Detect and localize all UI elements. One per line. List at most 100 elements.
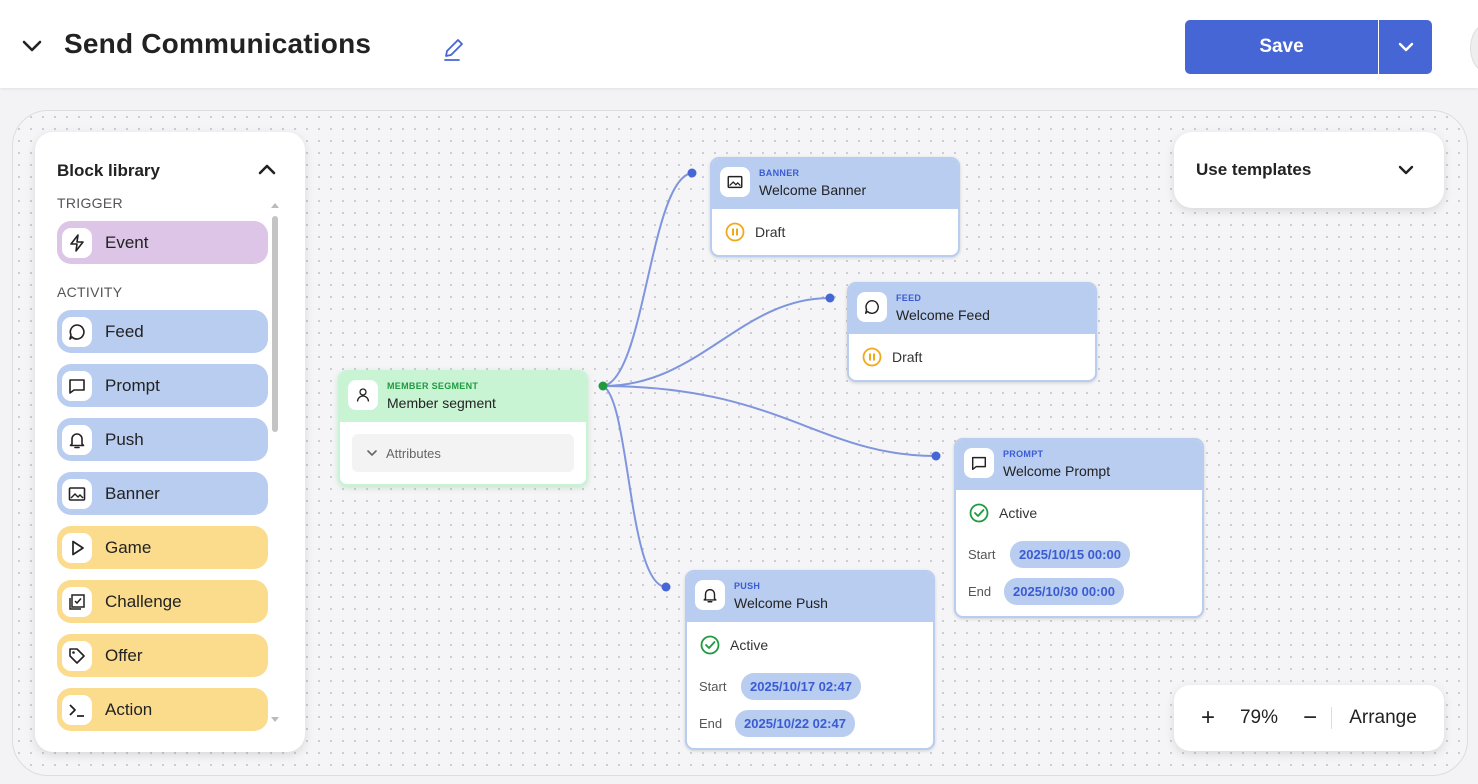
- save-options-button[interactable]: [1379, 20, 1432, 74]
- image-icon: [720, 167, 750, 197]
- library-item-offer[interactable]: Offer: [57, 634, 268, 677]
- node-member-segment[interactable]: MEMBER SEGMENT Member segment Attributes: [338, 370, 588, 486]
- library-scroll-thumb[interactable]: [272, 216, 278, 432]
- start-label: Start: [968, 547, 996, 562]
- terminal-icon: [62, 694, 92, 725]
- node-welcome-prompt[interactable]: PROMPT Welcome Prompt Active Start 2025/…: [954, 438, 1204, 618]
- node-name: Welcome Push: [734, 595, 828, 611]
- end-date-pill: 2025/10/30 00:00: [1004, 578, 1124, 605]
- library-item-label: Offer: [105, 645, 143, 665]
- node-type-label: FEED: [896, 293, 922, 303]
- library-item-push[interactable]: Push: [57, 418, 268, 461]
- checklist-icon: [62, 586, 92, 617]
- node-type-label: PUSH: [734, 581, 761, 591]
- pause-circle-icon: [861, 346, 883, 368]
- end-label: End: [699, 716, 723, 731]
- check-circle-icon: [968, 502, 990, 524]
- play-icon: [62, 532, 92, 563]
- chevron-down-icon: [1394, 158, 1418, 182]
- block-library-panel: Block library TRIGGER Event ACTIVITY Fee…: [35, 132, 305, 752]
- message-square-icon: [964, 448, 994, 478]
- library-scrollbar[interactable]: [271, 202, 279, 730]
- node-welcome-push[interactable]: PUSH Welcome Push Active Start 2025/10/1…: [685, 570, 935, 750]
- block-library-title: Block library: [57, 161, 160, 180]
- end-date-row: End 2025/10/22 02:47: [687, 705, 933, 742]
- node-type-label: MEMBER SEGMENT: [387, 381, 479, 391]
- zoom-out-button[interactable]: −: [1302, 704, 1317, 731]
- scroll-up-arrow-icon: [271, 203, 279, 208]
- status-row: Active: [956, 490, 1202, 536]
- status-badge: Active: [730, 637, 769, 653]
- scroll-down-arrow-icon: [271, 717, 279, 722]
- end-date-pill: 2025/10/22 02:47: [735, 710, 855, 737]
- node-welcome-banner[interactable]: BANNER Welcome Banner Draft: [710, 157, 960, 257]
- header-bar: Send Communications Save: [0, 0, 1478, 88]
- check-circle-icon: [699, 634, 721, 656]
- zoom-in-button[interactable]: +: [1200, 704, 1215, 731]
- avatar[interactable]: [1470, 24, 1478, 72]
- zoom-level: 79%: [1239, 707, 1279, 728]
- node-type-label: BANNER: [759, 168, 800, 178]
- page-title: Send Communications: [64, 28, 372, 59]
- library-item-label: Push: [105, 429, 144, 449]
- message-square-icon: [62, 370, 92, 401]
- start-label: Start: [699, 679, 727, 694]
- node-type-label: PROMPT: [1003, 449, 1044, 459]
- library-item-prompt[interactable]: Prompt: [57, 364, 268, 407]
- chevron-down-icon[interactable]: [20, 34, 44, 58]
- use-templates-label: Use templates: [1196, 160, 1312, 179]
- chevron-down-icon: [1398, 42, 1413, 52]
- node-name: Welcome Banner: [759, 182, 867, 198]
- status-badge: Active: [999, 505, 1038, 521]
- library-item-label: Action: [105, 699, 153, 719]
- status-badge: Draft: [755, 224, 786, 240]
- start-date-pill: 2025/10/17 02:47: [741, 673, 861, 700]
- node-name: Welcome Prompt: [1003, 463, 1111, 479]
- library-item-label: Challenge: [105, 591, 182, 611]
- save-button[interactable]: Save: [1185, 20, 1378, 74]
- bell-icon: [62, 424, 92, 455]
- status-badge: Draft: [892, 349, 923, 365]
- node-welcome-feed[interactable]: FEED Welcome Feed Draft: [847, 282, 1097, 382]
- tag-icon: [62, 640, 92, 671]
- start-date-pill: 2025/10/15 00:00: [1010, 541, 1130, 568]
- library-item-event[interactable]: Event: [57, 221, 268, 264]
- library-item-label: Banner: [105, 483, 160, 503]
- library-item-feed[interactable]: Feed: [57, 310, 268, 353]
- speech-bubble-icon: [857, 292, 887, 322]
- speech-bubble-icon: [62, 316, 92, 347]
- end-date-row: End 2025/10/30 00:00: [956, 573, 1202, 610]
- pause-circle-icon: [724, 221, 746, 243]
- pencil-icon[interactable]: [441, 36, 467, 62]
- image-icon: [62, 478, 92, 509]
- library-item-label: Prompt: [105, 375, 160, 395]
- attributes-toggle[interactable]: Attributes: [352, 434, 574, 472]
- status-row: Active: [687, 622, 933, 668]
- library-item-action[interactable]: Action: [57, 688, 268, 731]
- chevron-up-icon[interactable]: [255, 158, 279, 182]
- library-item-challenge[interactable]: Challenge: [57, 580, 268, 623]
- end-label: End: [968, 584, 992, 599]
- attributes-label: Attributes: [386, 445, 441, 461]
- start-date-row: Start 2025/10/15 00:00: [956, 536, 1202, 573]
- chevron-down-icon: [367, 450, 377, 457]
- use-templates-dropdown[interactable]: Use templates: [1174, 132, 1444, 208]
- arrange-button[interactable]: Arrange: [1349, 707, 1417, 728]
- status-row: Draft: [712, 209, 958, 255]
- start-date-row: Start 2025/10/17 02:47: [687, 668, 933, 705]
- library-item-label: Event: [105, 232, 149, 252]
- library-item-label: Game: [105, 537, 152, 557]
- library-item-label: Feed: [105, 321, 144, 341]
- library-item-game[interactable]: Game: [57, 526, 268, 569]
- user-icon: [348, 380, 378, 410]
- node-name: Welcome Feed: [896, 307, 990, 323]
- library-item-banner[interactable]: Banner: [57, 472, 268, 515]
- zoom-controls: + 79% − Arrange: [1174, 685, 1444, 751]
- node-name: Member segment: [387, 395, 496, 411]
- section-activity-label: ACTIVITY: [57, 284, 123, 300]
- section-trigger-label: TRIGGER: [57, 195, 123, 211]
- status-row: Draft: [849, 334, 1095, 380]
- lightning-icon: [62, 227, 92, 258]
- bell-icon: [695, 580, 725, 610]
- zoom-divider: [1331, 707, 1332, 729]
